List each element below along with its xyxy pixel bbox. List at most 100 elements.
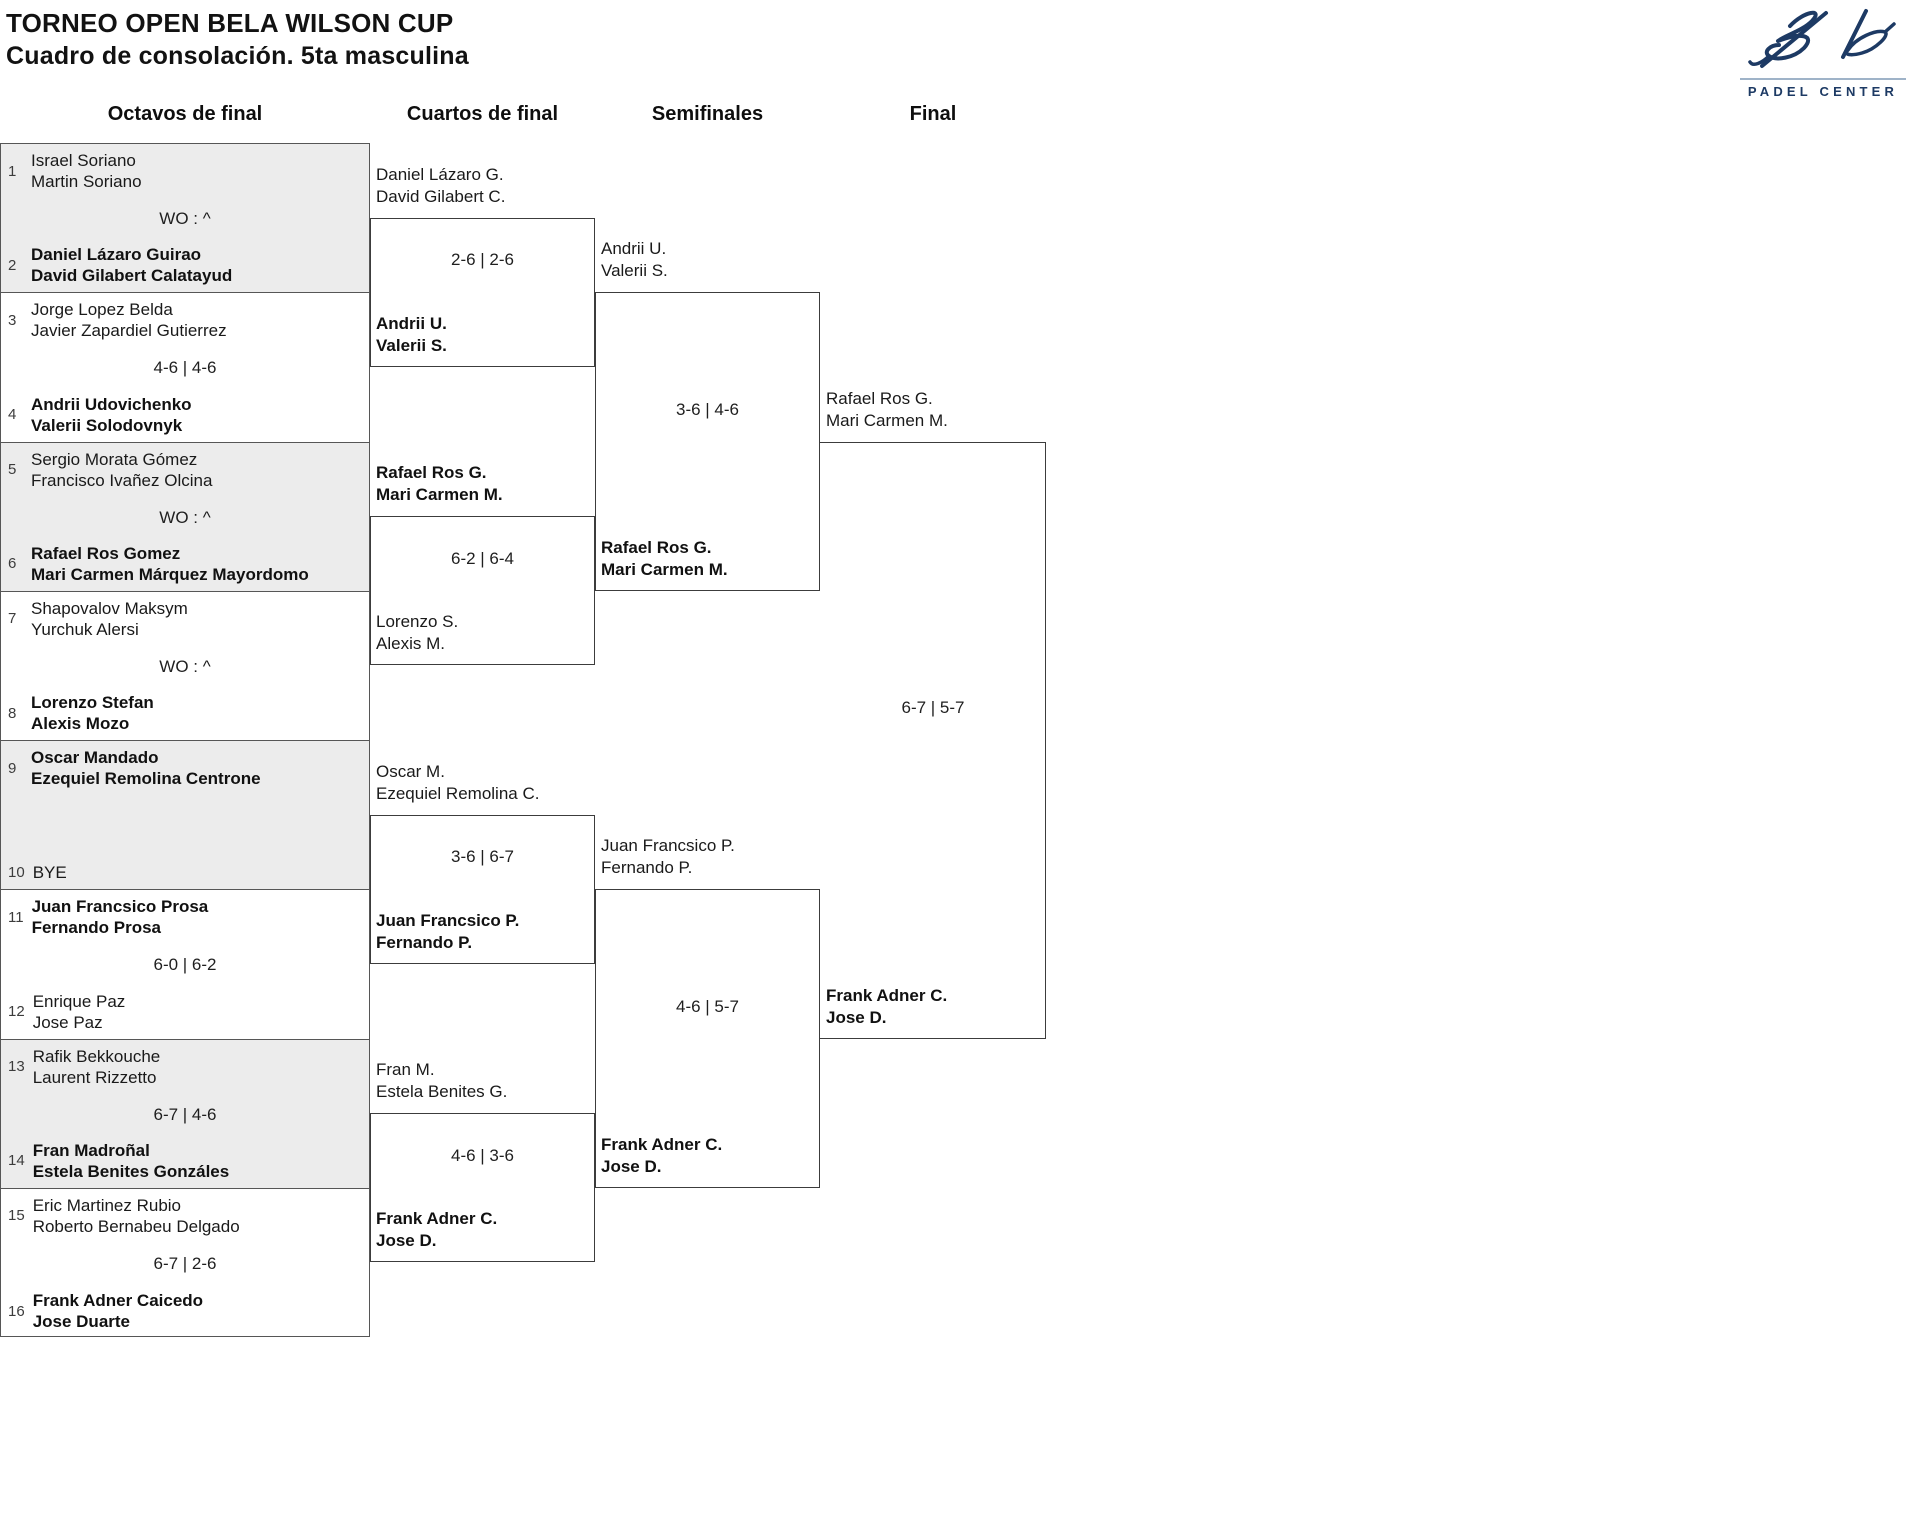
player-name: Mari Carmen M. <box>601 559 728 579</box>
player-name: Oscar M. <box>376 761 445 781</box>
seed-number: 12 <box>8 1003 25 1020</box>
cuartos-match-box-4 <box>370 1113 595 1263</box>
advancing-team: Rafael Ros G.Mari Carmen M. <box>826 388 948 432</box>
player-name: Frank Adner Caicedo <box>32 1291 204 1310</box>
player-name: Juan Francsico P. <box>376 910 520 930</box>
match-score: 6-0 | 6-2 <box>153 955 217 975</box>
player-name: Frank Adner C. <box>826 985 948 1005</box>
seed-number: 15 <box>8 1207 25 1225</box>
player-name: Jose Duarte <box>32 1312 131 1331</box>
player-name: Jose D. <box>601 1156 662 1176</box>
bela-signature-icon <box>1748 9 1896 68</box>
match-score: 4-6 | 4-6 <box>153 358 217 378</box>
player-name: Fernando P. <box>376 932 473 952</box>
player-name: David Gilabert C. <box>376 186 506 206</box>
seed-number: 3 <box>8 311 17 329</box>
logo-underline <box>1740 78 1906 80</box>
player-name: Mari Carmen M. <box>826 410 948 430</box>
seed-number: 16 <box>8 1302 25 1320</box>
player-name: Yurchuk Alersi <box>31 619 139 639</box>
advancing-team: Daniel Lázaro G.David Gilabert C. <box>376 164 505 208</box>
logo-caption: PADEL CENTER <box>1747 84 1899 99</box>
advancing-team: Rafael Ros G.Mari Carmen M. <box>601 537 728 581</box>
advancing-team: Rafael Ros G.Mari Carmen M. <box>376 462 503 506</box>
player-name: Ezequiel Remolina Centrone <box>31 769 261 788</box>
match-score: 6-7 | 4-6 <box>153 1104 217 1124</box>
player-name: Andrii U. <box>376 313 447 333</box>
advancing-team: Andrii U.Valerii S. <box>601 238 668 282</box>
cuartos-match-box-2 <box>370 516 595 666</box>
advancing-team: Oscar M.Ezequiel Remolina C. <box>376 761 539 805</box>
page-subtitle: Cuadro de consolación. 5ta masculina <box>6 42 469 70</box>
player-name: Jose Paz <box>32 1012 103 1032</box>
bela-padel-center-logo: PADEL CENTER <box>1738 4 1908 99</box>
player-name: Rafael Ros Gomez <box>31 543 181 563</box>
seed-number: 5 <box>8 461 17 478</box>
column-header-2: Cuartos de final <box>406 103 559 125</box>
player-name: Eric Martinez Rubio <box>32 1195 182 1215</box>
player-name: Rafik Bekkouche <box>32 1046 161 1066</box>
player-name: Sergio Morata Gómez <box>31 449 198 469</box>
player-name: Jose D. <box>376 1231 437 1251</box>
match-score: 6-7 | 2-6 <box>153 1253 217 1273</box>
player-name: Alexis M. <box>376 634 445 654</box>
advancing-team: Lorenzo S.Alexis M. <box>376 611 458 655</box>
player-name: Enrique Paz <box>32 991 126 1011</box>
advancing-team: Juan Francsico P.Fernando P. <box>376 910 519 954</box>
player-name: Daniel Lázaro G. <box>376 164 504 184</box>
advancing-team: Fran M.Estela Benites G. <box>376 1059 507 1103</box>
player-name: Valerii S. <box>376 335 447 355</box>
seed-number: 14 <box>8 1152 25 1170</box>
seed-number: 4 <box>8 406 17 423</box>
cuartos-match-box-1 <box>370 217 595 367</box>
player-name: Andrii Udovichenko <box>31 394 192 414</box>
player-name: Francisco Ivañez Olcina <box>31 470 213 490</box>
player-name: Israel Soriano <box>31 151 136 170</box>
match-score: 4-6 | 3-6 <box>450 1145 514 1165</box>
player-name: Frank Adner C. <box>376 1209 498 1229</box>
player-name: Estela Benites G. <box>376 1082 508 1102</box>
advancing-team: Juan Francsico P.Fernando P. <box>601 835 735 879</box>
player-name: BYE <box>32 863 67 883</box>
player-name: Javier Zapardiel Gutierrez <box>31 321 227 341</box>
player-name: Fran M. <box>376 1060 435 1080</box>
column-header-4: Final <box>909 103 957 125</box>
player-name: Jorge Lopez Belda <box>31 300 173 320</box>
match-score: 6-7 | 5-7 <box>901 698 965 717</box>
seed-number: 8 <box>8 704 17 722</box>
player-name: Mari Carmen M. <box>376 485 503 505</box>
match-score: 6-2 | 6-4 <box>450 548 514 568</box>
seed-number: 11 <box>8 908 24 926</box>
match-score: 3-6 | 4-6 <box>675 399 739 419</box>
player-name: Juan Francsico P. <box>601 836 735 856</box>
